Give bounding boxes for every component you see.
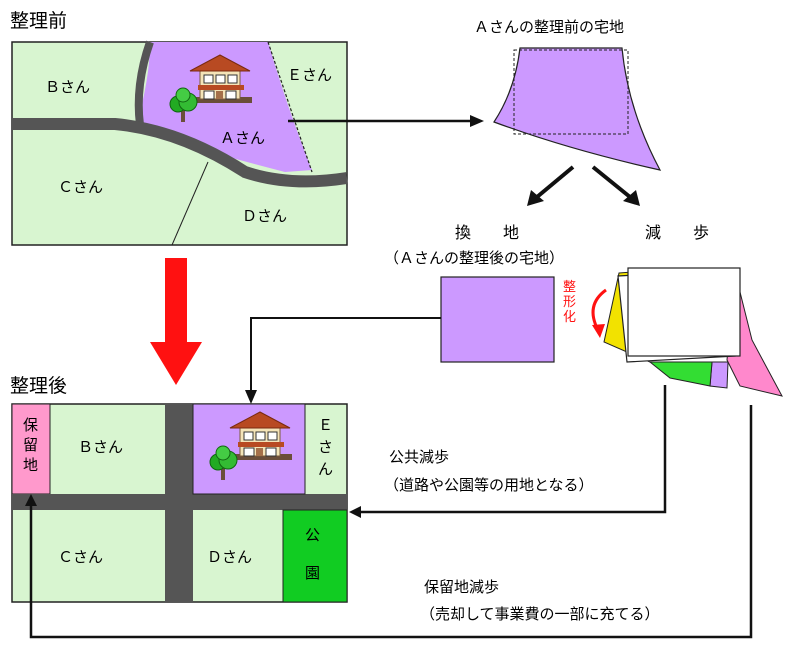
a-lot-after-shape bbox=[440, 276, 555, 363]
a-lot-before-shape bbox=[493, 47, 662, 171]
arrow-icon bbox=[470, 115, 484, 127]
a-lot-square-outline bbox=[513, 49, 629, 135]
arrow-to-genbu bbox=[591, 165, 632, 199]
arrow-icon bbox=[349, 506, 361, 518]
lot-b-label: Ｂさん bbox=[45, 78, 90, 96]
lot-c-label: Ｃさん bbox=[58, 178, 103, 196]
boundary-ae bbox=[267, 41, 313, 173]
reserve-char-2: 留 bbox=[23, 436, 38, 454]
public-genbu-note: （道路や公園等の用地となる） bbox=[384, 476, 594, 494]
shapening-char-1: 整 bbox=[563, 280, 576, 295]
arrow-icon bbox=[623, 190, 640, 206]
genbu-purple-piece bbox=[709, 361, 729, 389]
reserve-char-3: 地 bbox=[23, 456, 38, 474]
white-square bbox=[627, 267, 741, 357]
reserve-char-1: 保 bbox=[23, 416, 38, 434]
park-char-1: 公 bbox=[305, 526, 320, 544]
genbu-label: 減 歩 bbox=[645, 223, 709, 242]
reserve-genbu-label: 保留地減歩 bbox=[424, 578, 499, 596]
after-map: 保 留 地 Ｂさん Ｅ さ ん Ｃさん Ｄさん 公 園 bbox=[11, 403, 348, 603]
road-curve bbox=[134, 40, 154, 126]
a-lot-before-title: Ａさんの整理前の宅地 bbox=[474, 18, 624, 36]
lot-e-after-char-1: Ｅ bbox=[318, 416, 333, 434]
lot-b-after-label: Ｂさん bbox=[78, 438, 123, 456]
arrow-icon bbox=[150, 342, 202, 385]
arrow-icon bbox=[527, 190, 544, 206]
boundary-cd bbox=[171, 161, 209, 246]
genbu-green-piece bbox=[648, 361, 713, 387]
arrow-lot-to-after bbox=[250, 317, 441, 393]
lot-e-after-char-2: さ bbox=[318, 438, 333, 456]
arrow-icon bbox=[25, 494, 37, 506]
park bbox=[282, 509, 348, 603]
lot-a-label: Ａさん bbox=[220, 129, 265, 147]
lot-d-after-label: Ｄさん bbox=[207, 548, 252, 566]
arrow-icon bbox=[592, 324, 605, 338]
arrow-public-genbu bbox=[359, 385, 667, 514]
lot-d-label: Ｄさん bbox=[242, 207, 287, 225]
before-title: 整理前 bbox=[10, 10, 67, 32]
arrow-to-kanchi bbox=[535, 165, 575, 199]
shapening-char-2: 形 bbox=[563, 295, 576, 310]
kanchi-label: 換 地 bbox=[455, 223, 519, 242]
park-char-2: 園 bbox=[305, 564, 320, 582]
lot-e-after-char-3: ん bbox=[318, 460, 333, 478]
a-lot-after-title: （Ａさんの整理後の宅地） bbox=[384, 249, 564, 267]
road-horizontal-after bbox=[12, 494, 347, 510]
public-genbu-label: 公共減歩 bbox=[389, 448, 449, 466]
before-map: Ｂさん Ａさん Ｅさん Ｃさん Ｄさん bbox=[11, 40, 348, 246]
road-horizontal bbox=[12, 118, 348, 188]
arrow-reserve-genbu bbox=[29, 405, 753, 639]
shapening-char-3: 化 bbox=[563, 310, 576, 325]
lot-c-after-label: Ｃさん bbox=[58, 548, 103, 566]
arrow-icon bbox=[245, 390, 257, 404]
after-title: 整理後 bbox=[10, 375, 67, 397]
rotate-arrow-icon bbox=[591, 288, 607, 331]
red-arrow-shaft bbox=[165, 258, 187, 343]
reserve-genbu-note: （売却して事業費の一部に充てる） bbox=[420, 605, 660, 623]
lot-e-label: Ｅさん bbox=[287, 66, 332, 84]
